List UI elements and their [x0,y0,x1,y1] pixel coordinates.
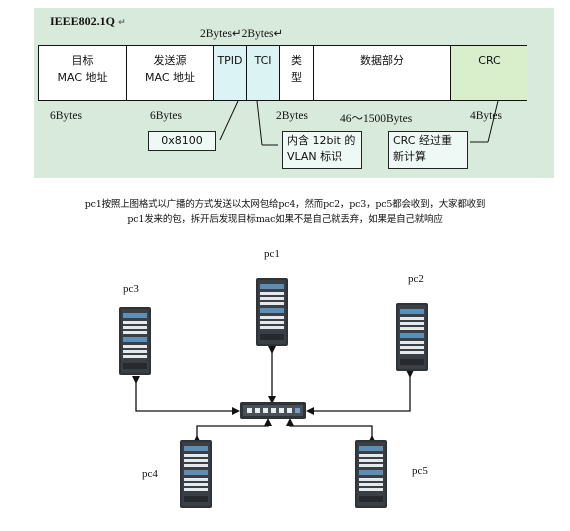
field-src-line2: MAC 地址 [145,71,195,84]
pc3-label: pc3 [123,283,139,295]
tci-callout-line1: 内含 12bit 的 [287,134,356,147]
crc-connector [487,100,499,143]
field-src-mac: 发送源 MAC 地址 [127,46,214,100]
pc2-label: pc2 [408,273,424,285]
description-text: pc1按照上图格式以广播的方式发送以太网包给pc4，然而pc2，pc3，pc5都… [30,197,540,227]
field-data: 数据部分 [314,46,451,100]
pc5-label: pc5 [412,465,428,477]
field-dst-line2: MAC 地址 [57,71,108,84]
field-tci-label: TCI [254,54,272,67]
link-pc3-switch [132,376,240,415]
frame-title: IEEE802.1Q ↵ [50,14,126,29]
description-line2: pc1发来的包，拆开后发现目标mac如果不是自己就丢弃，如果是自己就响应 [127,214,443,225]
field-dst-mac: 目标 MAC 地址 [39,46,127,100]
frame-title-text: IEEE802.1Q [50,14,116,28]
frame-fields-table: 目标 MAC 地址 发送源 MAC 地址 TPID TCI 类 型 数据部分 C… [38,45,528,101]
link-pc2-switch [306,370,414,415]
field-crc: CRC [451,46,528,100]
network-switch-icon [240,402,306,419]
field-crc-label: CRC [478,54,501,67]
tci-callout-line2: VLAN 标识 [287,150,343,163]
link-pc4-switch [193,418,272,443]
byte-label-dst: 6Bytes [50,110,82,122]
pc2-server-icon [396,303,428,371]
link-pc5-switch [286,418,376,443]
field-tpid-label: TPID [217,54,243,67]
pc4-label: pc4 [142,468,158,480]
byte-label-src: 6Bytes [150,110,182,122]
description-line1: pc1按照上图格式以广播的方式发送以太网包给pc4，然而pc2，pc3，pc5都… [84,199,486,210]
field-type-line2: 型 [291,71,302,84]
crc-callout-line1: CRC 经过重 [393,134,452,147]
top-bytes-label: 2Bytes↵2Bytes↵ [200,28,284,40]
tpid-connector [219,100,239,141]
return-mark: ↵ [115,18,126,28]
field-src-line1: 发送源 [153,54,187,67]
byte-label-data: 46～1500Bytes [340,113,413,125]
byte-label-type: 2Bytes [276,110,308,122]
tci-callout: 内含 12bit 的 VLAN 标识 [282,131,362,169]
field-type: 类 型 [280,46,314,100]
crc-callout-line2: 新计算 [393,150,426,163]
field-dst-line1: 目标 [71,54,94,67]
pc5-server-icon [355,440,387,508]
field-type-line1: 类 [291,54,302,67]
pc3-server-icon [119,307,151,375]
field-tpid: TPID [214,46,247,100]
tpid-value-callout: 0x8100 [148,131,216,151]
field-data-label: 数据部分 [360,54,404,67]
pc1-server-icon [256,278,288,346]
tci-connector [256,100,263,146]
pc1-label: pc1 [264,248,280,260]
pc4-server-icon [180,440,212,508]
field-tci: TCI [247,46,280,100]
crc-callout: CRC 经过重 新计算 [388,131,468,169]
